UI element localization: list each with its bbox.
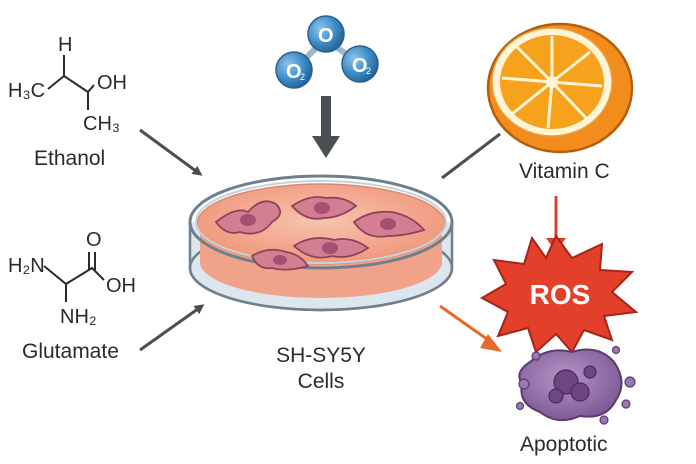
ethanol-h3c-label: H₃C <box>8 80 45 102</box>
oxygen-left-symbol: O <box>286 61 302 83</box>
ros-burst-icon: ROS <box>479 234 639 354</box>
ros-label: ROS <box>530 279 591 310</box>
ethanol-oh-label: OH <box>97 72 127 94</box>
cells-label-line2: Cells <box>298 370 345 393</box>
ethanol-h-label: H <box>58 34 72 56</box>
oxygen-middle-symbol: O <box>318 25 334 47</box>
cells-label-line1: SH-SY5Y <box>276 344 366 367</box>
glutamate-h2n-label: H₂N <box>8 255 45 277</box>
vitamin-c-connector <box>441 132 501 180</box>
glutamate-o-label: O <box>86 229 102 251</box>
ethanol-label: Ethanol <box>34 147 105 170</box>
oxygen-molecules-icon: O 2 O O 2 <box>275 15 379 89</box>
glutamate-structure: H₂N O OH NH₂ <box>8 229 136 328</box>
apoptotic-label: Apoptotic <box>520 433 608 456</box>
oxygen-right-subscript: 2 <box>366 66 371 76</box>
oxygen-right-symbol: O <box>352 55 368 77</box>
ethanol-arrow <box>139 128 203 176</box>
glutamate-arrow <box>139 304 205 352</box>
dish-to-apoptotic-arrow <box>439 304 502 352</box>
ethanol-ch3-label: CH₃ <box>83 113 120 135</box>
glutamate-label: Glutamate <box>22 340 119 363</box>
oxygen-arrow <box>312 96 340 158</box>
arrows <box>139 96 566 352</box>
ethanol-structure: H H₃C OH CH₃ <box>8 34 127 135</box>
oxygen-left-subscript: 2 <box>300 72 305 82</box>
glutamate-nh2-label: NH₂ <box>60 306 97 328</box>
orange-slice-icon <box>486 22 634 154</box>
vitamin-c-label: Vitamin C <box>519 160 610 183</box>
glutamate-oh-label: OH <box>106 275 136 297</box>
apoptotic-cell-icon <box>515 345 636 425</box>
petri-dish-icon <box>188 174 454 312</box>
